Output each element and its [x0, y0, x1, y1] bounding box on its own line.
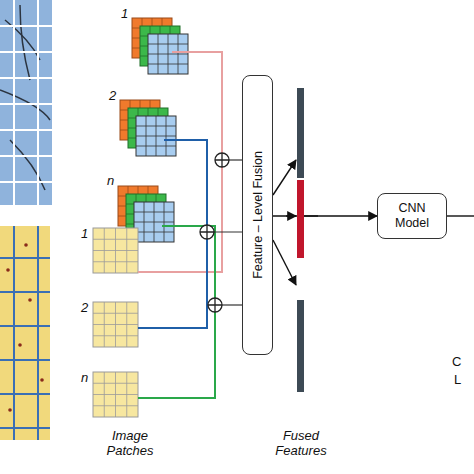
grid-line — [93, 261, 138, 262]
map-dot — [40, 378, 44, 382]
grid-line — [0, 427, 50, 429]
road-mark — [20, 5, 30, 80]
node-text: Feature – Level Fusion — [251, 151, 265, 279]
grid-line — [93, 324, 138, 325]
grid-line — [136, 136, 176, 137]
grid-line — [164, 202, 165, 242]
map-dot — [8, 408, 12, 412]
output-arrow — [273, 160, 296, 195]
sum-symbol — [200, 225, 214, 239]
source-images — [0, 0, 52, 440]
sum-symbol — [215, 153, 229, 167]
output-arrow — [286, 215, 296, 216]
section-label: Image Patches — [98, 428, 162, 458]
fused-features — [297, 88, 304, 392]
patch-number: 2 — [81, 300, 95, 315]
grid-line — [93, 405, 138, 406]
grid-line — [93, 250, 138, 251]
cropped-text: L — [454, 372, 468, 387]
grid-line — [0, 325, 50, 327]
grid-line — [0, 25, 52, 27]
grid-line — [0, 291, 50, 293]
feature-bar — [297, 180, 304, 258]
grid-line — [126, 372, 127, 417]
model-box: CNN Model — [377, 193, 447, 239]
fusion-box: Feature – Level Fusion — [242, 75, 273, 355]
patch-number: 1 — [81, 226, 95, 241]
feature-wire — [138, 52, 222, 272]
patch-grid — [93, 228, 138, 273]
grid-line — [37, 0, 39, 205]
patch-grid — [93, 302, 138, 347]
grid-line — [93, 394, 138, 395]
feature-wire — [138, 140, 207, 328]
grid-line — [0, 77, 52, 79]
grid-line — [0, 103, 52, 105]
patch-stacks — [93, 18, 188, 417]
patch-grid — [136, 116, 176, 156]
grid-line — [126, 228, 127, 273]
grid-line — [0, 181, 52, 183]
grid-line — [166, 116, 167, 156]
patch-grid — [148, 34, 188, 74]
map-dot — [24, 243, 28, 247]
grid-line — [148, 64, 188, 65]
map-dot — [18, 343, 22, 347]
grid-line — [0, 51, 52, 53]
output-arrow — [304, 215, 318, 216]
grid-line — [0, 129, 52, 131]
patch-grid — [93, 372, 138, 417]
grid-line — [134, 232, 174, 233]
grid-line — [178, 34, 179, 74]
grid-line — [0, 155, 52, 157]
map-dot — [28, 298, 32, 302]
aerial-image — [0, 0, 52, 205]
feature-bar — [297, 88, 304, 178]
grid-line — [126, 302, 127, 347]
grid-line — [134, 222, 174, 223]
grid-line — [0, 393, 50, 395]
output-arrow — [273, 240, 296, 285]
patch-grid — [134, 202, 174, 242]
sum-symbol — [208, 298, 222, 312]
flow-arrow — [273, 215, 377, 216]
wires — [138, 52, 242, 398]
section-label: Fused Features — [268, 428, 334, 458]
grid-line — [136, 146, 176, 147]
stack-number: 2 — [109, 88, 123, 103]
grid-line — [93, 335, 138, 336]
node-text: CNN Model — [387, 201, 437, 231]
grid-line — [13, 0, 15, 205]
map-dot — [6, 268, 10, 272]
feature-bar — [297, 300, 304, 392]
patch-number: n — [81, 370, 95, 385]
grid-line — [0, 257, 50, 259]
output-arrow — [447, 215, 474, 216]
grid-line — [0, 359, 50, 361]
stack-number: n — [107, 173, 121, 188]
grid-line — [148, 54, 188, 55]
stack-number: 1 — [121, 6, 135, 21]
cropped-text: C — [452, 354, 466, 369]
feature-wire — [138, 226, 215, 398]
map-image — [0, 226, 50, 440]
